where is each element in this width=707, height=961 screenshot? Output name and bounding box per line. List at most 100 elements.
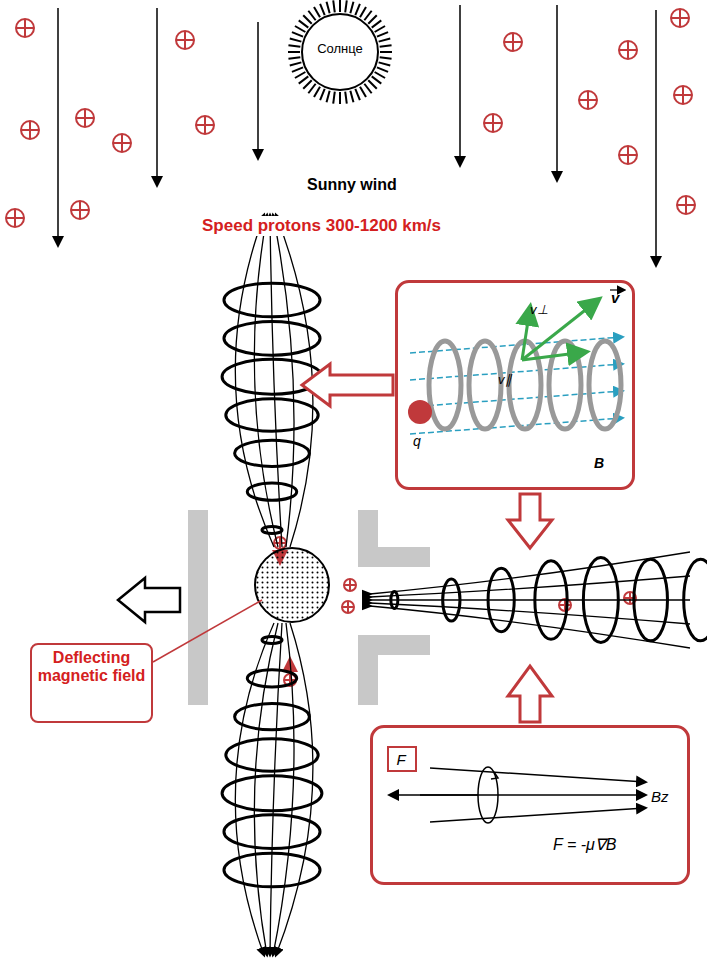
- stroke: [377, 32, 388, 37]
- stroke: [308, 11, 315, 21]
- stroke: [372, 76, 382, 83]
- leader-line: [153, 600, 262, 662]
- stroke: [314, 7, 320, 17]
- stroke: [674, 86, 692, 104]
- stroke: [292, 32, 303, 37]
- velocity-vector: [522, 300, 598, 360]
- stroke: [522, 308, 530, 360]
- stroke: [299, 76, 309, 83]
- wind-arrow: [655, 10, 657, 265]
- stroke: [270, 215, 282, 547]
- sun-rays: [288, 0, 392, 104]
- inset-panel: BzF = -μ∇BF: [370, 725, 690, 885]
- proton: [484, 114, 502, 132]
- stroke: [350, 91, 353, 103]
- stroke: [677, 196, 695, 214]
- helical-trajectories: [222, 215, 707, 955]
- stroke: [290, 62, 302, 65]
- node-text: v∥: [498, 373, 512, 388]
- stroke: [314, 87, 320, 97]
- charge: [408, 400, 432, 424]
- proton: [671, 9, 689, 27]
- caption-text: Speed protons 300-1200 km/s: [200, 216, 443, 236]
- shield-brackets: [188, 510, 430, 705]
- proton: [677, 196, 695, 214]
- stroke: [339, 0, 341, 12]
- proton: [619, 146, 637, 164]
- stroke: [504, 33, 522, 51]
- stroke: [368, 80, 376, 88]
- hollow-arrow: [118, 578, 180, 622]
- stroke: [360, 87, 366, 97]
- node-text: Bz: [651, 788, 669, 805]
- magnetic-mirror-illustration: [390, 767, 645, 823]
- stroke: [469, 341, 501, 429]
- stroke: [76, 109, 94, 127]
- stroke: [339, 92, 341, 104]
- stroke: [671, 9, 689, 27]
- stroke: [299, 20, 309, 27]
- stroke: [327, 91, 330, 103]
- proton: [6, 209, 24, 227]
- stroke: [484, 114, 502, 132]
- proton: [71, 201, 89, 219]
- stroke: [303, 80, 311, 88]
- proton: [504, 33, 522, 51]
- node-text: Deflecting magnetic field: [36, 649, 147, 686]
- stroke: [288, 57, 300, 59]
- stroke: [6, 209, 24, 227]
- stroke: [619, 41, 637, 59]
- inset-panel: v⊥vv∥qB: [395, 280, 635, 490]
- stroke: [370, 576, 690, 597]
- stroke: [364, 11, 371, 21]
- stroke: [176, 31, 194, 49]
- protons: [6, 9, 695, 686]
- stroke: [355, 89, 360, 100]
- stroke: [368, 15, 376, 23]
- stroke: [559, 599, 571, 611]
- stroke: [619, 146, 637, 164]
- stroke: [375, 72, 385, 78]
- stroke: [350, 2, 353, 14]
- stroke: [288, 51, 300, 53]
- stroke: [355, 4, 360, 15]
- sun-circle: Солнце: [302, 14, 382, 90]
- proton: [196, 116, 214, 134]
- stroke: [345, 92, 347, 104]
- stroke: [380, 45, 392, 47]
- wind-arrow: [459, 5, 461, 165]
- stroke: [292, 67, 303, 72]
- proton: [619, 41, 637, 59]
- stroke: [21, 121, 39, 139]
- stroke: [113, 134, 131, 152]
- stroke: [290, 39, 302, 42]
- stroke: [375, 26, 385, 32]
- sun-disc: [302, 14, 378, 90]
- stroke: [303, 15, 311, 23]
- proton: [76, 109, 94, 127]
- earth: [255, 548, 329, 622]
- proton: [342, 601, 354, 613]
- stroke: [509, 341, 541, 429]
- stroke: [71, 201, 89, 219]
- stroke: [327, 2, 330, 14]
- stroke: [522, 352, 585, 360]
- inset-ground: [396, 281, 634, 489]
- stroke: [333, 0, 335, 12]
- stroke: [370, 603, 690, 624]
- callout-box: Deflecting magnetic field: [30, 643, 153, 723]
- stroke: [222, 776, 322, 811]
- stroke: [295, 26, 305, 32]
- stroke: [288, 45, 300, 47]
- stroke: [380, 57, 392, 59]
- proton: [674, 86, 692, 104]
- stroke: [276, 623, 313, 955]
- stroke: [579, 91, 597, 109]
- proton: [579, 91, 597, 109]
- stroke: [370, 606, 690, 648]
- stroke: [380, 51, 392, 53]
- stroke: [295, 72, 305, 78]
- stroke: [429, 341, 461, 429]
- proton: [16, 19, 34, 37]
